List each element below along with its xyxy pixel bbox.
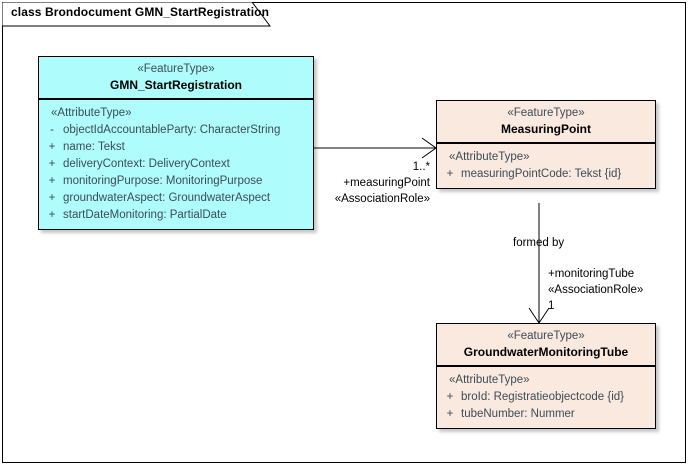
association-role-name: +measuringPoint: [343, 177, 430, 189]
class-stereotype: «FeatureType»: [507, 330, 585, 342]
attribute-label: broId: Registratieobjectcode {id}: [461, 391, 625, 403]
visibility-marker: +: [48, 192, 56, 204]
class-title: GroundwaterMonitoringTube: [463, 345, 629, 359]
attribute-label: startDateMonitoring: PartialDate: [63, 209, 227, 221]
class-header-gmn-startregistration: «FeatureType» GMN_StartRegistration: [39, 57, 313, 100]
attribute-row: + deliveryContext: DeliveryContext: [41, 156, 311, 173]
association-multiplicity-target: 1..*: [412, 161, 430, 173]
diagram-frame: [2, 2, 686, 463]
attribute-row: + groundwaterAspect: GroundwaterAspect: [41, 190, 311, 207]
class-stereotype: «FeatureType»: [137, 63, 215, 75]
visibility-marker: +: [446, 168, 454, 180]
class-stereotype: «FeatureType»: [507, 107, 585, 119]
attribute-label: groundwaterAspect: GroundwaterAspect: [63, 192, 271, 204]
visibility-marker: +: [48, 209, 56, 221]
visibility-marker: +: [48, 158, 56, 170]
visibility-marker: +: [446, 408, 454, 420]
attribute-label: deliveryContext: DeliveryContext: [63, 158, 230, 170]
title-tab-shape: [2, 2, 271, 27]
association-multiplicity-target: 1: [548, 300, 555, 312]
attribute-label: tubeNumber: Nummer: [461, 408, 575, 420]
class-attributes-gmn-startregistration: «AttributeType» - objectIdAccountablePar…: [39, 100, 313, 229]
attribute-row: + measuringPointCode: Tekst {id}: [439, 166, 653, 183]
association-role-name: +monitoringTube: [548, 268, 635, 280]
attribute-label: measuringPointCode: Tekst {id}: [461, 168, 622, 180]
attribute-compartment-stereotype: «AttributeType»: [51, 107, 132, 119]
class-header-groundwatermonitoringtube: «FeatureType» GroundwaterMonitoringTube: [437, 324, 655, 367]
attribute-label: monitoringPurpose: MonitoringPurpose: [63, 175, 263, 187]
attribute-compartment-stereotype: «AttributeType»: [449, 151, 530, 163]
class-box-groundwatermonitoringtube[interactable]: «FeatureType» GroundwaterMonitoringTube …: [436, 323, 656, 429]
attribute-row: + startDateMonitoring: PartialDate: [41, 207, 311, 224]
class-box-gmn-startregistration[interactable]: «FeatureType» GMN_StartRegistration «Att…: [38, 56, 314, 230]
visibility-marker: -: [50, 124, 54, 136]
attribute-row: + monitoringPurpose: MonitoringPurpose: [41, 173, 311, 190]
visibility-marker: +: [48, 175, 56, 187]
diagram-title-tab: class Brondocument GMN_StartRegistration: [2, 2, 274, 27]
page-title: class Brondocument GMN_StartRegistration: [11, 5, 270, 19]
attribute-label: name: Tekst: [63, 141, 125, 153]
class-title: GMN_StartRegistration: [109, 78, 243, 92]
association-role-stereotype: «AssociationRole»: [334, 193, 430, 205]
association-role-stereotype: «AssociationRole»: [548, 284, 644, 296]
association-name-formed-by: formed by: [513, 237, 565, 249]
visibility-marker: +: [446, 391, 454, 403]
visibility-marker: +: [48, 141, 56, 153]
attribute-row: + name: Tekst: [41, 139, 311, 156]
attribute-row: + tubeNumber: Nummer: [439, 406, 653, 423]
attribute-compartment-stereotype: «AttributeType»: [449, 374, 530, 386]
attribute-label: objectIdAccountableParty: CharacterStrin…: [63, 124, 281, 136]
class-box-measuringpoint[interactable]: «FeatureType» MeasuringPoint «AttributeT…: [436, 100, 656, 189]
attribute-row: + broId: Registratieobjectcode {id}: [439, 389, 653, 406]
class-title: MeasuringPoint: [500, 122, 591, 136]
class-attributes-groundwatermonitoringtube: «AttributeType» + broId: Registratieobje…: [437, 367, 655, 428]
attribute-row: - objectIdAccountableParty: CharacterStr…: [41, 122, 311, 139]
class-attributes-measuringpoint: «AttributeType» + measuringPointCode: Te…: [437, 144, 655, 188]
class-header-measuringpoint: «FeatureType» MeasuringPoint: [437, 101, 655, 144]
